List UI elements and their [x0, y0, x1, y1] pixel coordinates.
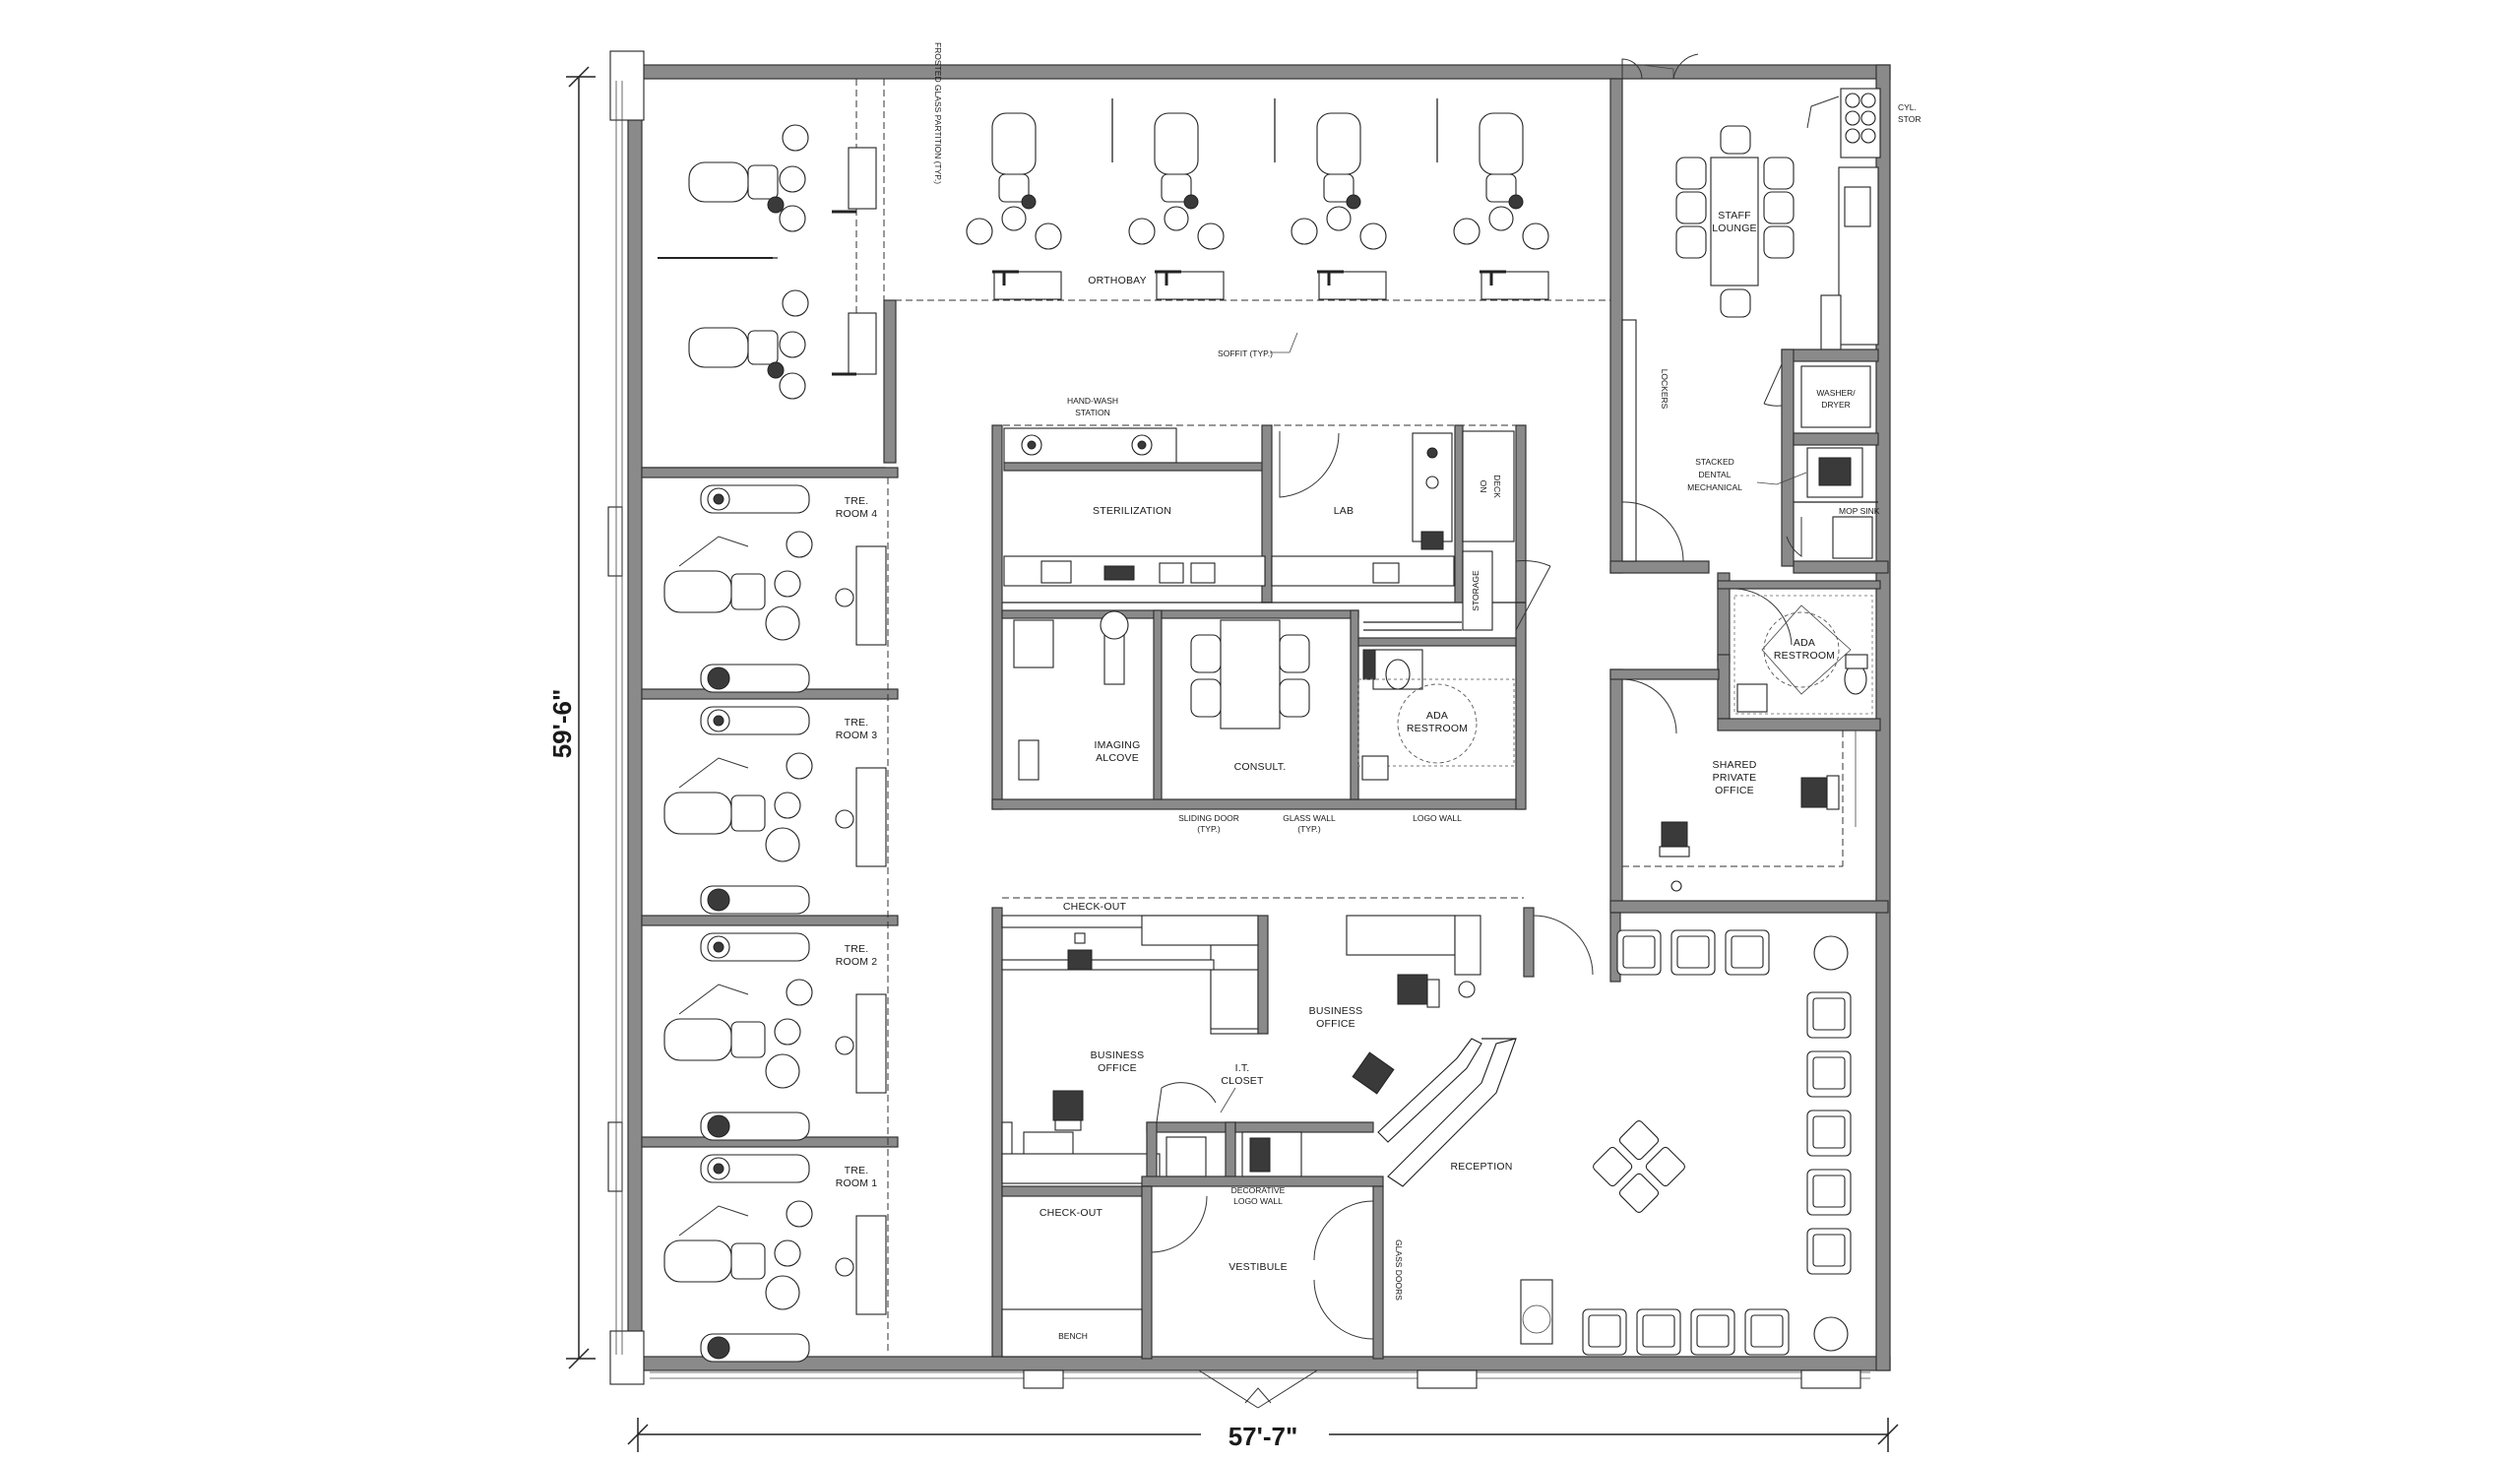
glass-wall-label-2: (TYP.) — [1297, 824, 1321, 834]
on-deck-label-2: DECK — [1492, 475, 1502, 498]
business-office-left-2: OFFICE — [1098, 1062, 1137, 1074]
orthobay: FROSTED GLASS PARTITION (TYP.) ORTHOBAY … — [883, 42, 1614, 464]
handwash-label-1: HAND-WASH — [1067, 396, 1118, 406]
sliding-door-label-1: SLIDING DOOR — [1178, 813, 1239, 823]
lounge-chair — [1675, 157, 1707, 190]
reception-label: RECEPTION — [1450, 1161, 1512, 1173]
logo-wall-label: LOGO WALL — [1413, 813, 1462, 823]
tre1-label-1: TRE. — [845, 1165, 869, 1176]
shared-office-label-2: PRIVATE — [1713, 772, 1757, 784]
ortho-chair — [966, 112, 1062, 300]
dimension-width: 57'-7" — [627, 1418, 1899, 1452]
staff-lounge-label-1: STAFF — [1718, 210, 1750, 222]
right-rooms: ADA RESTROOM SHARED PRIVATE OFFICE — [1609, 572, 1889, 914]
washer-label-2: DRYER — [1821, 400, 1851, 410]
tre2-label-2: ROOM 2 — [836, 956, 878, 968]
height-dimension-text: 59'-6" — [547, 689, 577, 759]
ada-restroom-center-2: RESTROOM — [1407, 723, 1468, 734]
business-office-left-1: BUSINESS — [1091, 1049, 1145, 1061]
frosted-glass-label: FROSTED GLASS PARTITION (TYP.) — [933, 42, 943, 184]
waiting-area — [1520, 907, 1852, 1356]
washer-label-1: WASHER/ — [1816, 388, 1856, 398]
lounge-chair — [1763, 191, 1795, 224]
business-office-right-2: OFFICE — [1316, 1018, 1355, 1030]
mop-sink-label: MOP SINK — [1839, 506, 1880, 516]
exterior-walls — [607, 50, 1891, 1389]
tre4-label-1: TRE. — [845, 495, 869, 507]
storage-label: STORAGE — [1471, 570, 1480, 611]
business-office: CHECK-OUT BUSINESS OFFICE BUSINESS OFFIC… — [991, 897, 1524, 1409]
tre3-label-1: TRE. — [845, 717, 869, 729]
upper-treatment-area — [642, 79, 886, 469]
ortho-chair — [1128, 112, 1225, 300]
width-dimension-text: 57'-7" — [1228, 1422, 1298, 1451]
on-deck-label-1: ON — [1479, 480, 1488, 493]
imaging-label-1: IMAGING — [1095, 739, 1141, 751]
checkout-bottom-label: CHECK-OUT — [1040, 1207, 1103, 1219]
stacked-label-3: MECHANICAL — [1687, 482, 1742, 492]
orthobay-label: ORTHOBAY — [1088, 275, 1147, 286]
decorative-wall-label-2: LOGO WALL — [1233, 1196, 1283, 1206]
cyl-stor-label-1: CYL. — [1898, 102, 1917, 112]
it-closet-label-2: CLOSET — [1221, 1075, 1264, 1087]
tre3-label-2: ROOM 3 — [836, 730, 878, 741]
lounge-chair — [1720, 288, 1751, 318]
glass-doors-label: GLASS DOORS — [1394, 1239, 1404, 1301]
treatment-chair-set — [663, 484, 887, 693]
treatment-chair-set — [663, 932, 887, 1141]
ortho-chair — [1291, 112, 1387, 300]
business-office-right-1: BUSINESS — [1309, 1005, 1363, 1017]
tre2-label-1: TRE. — [845, 943, 869, 955]
checkout-top-label: CHECK-OUT — [1063, 901, 1127, 913]
shared-office-label-1: SHARED — [1713, 759, 1757, 771]
lounge-chair — [1763, 225, 1795, 259]
treatment-rooms: TRE. ROOM 4 TRE. ROOM 3 TRE. ROOM 2 TRE.… — [641, 467, 899, 1363]
dimension-height: 59'-6" — [547, 66, 596, 1369]
decorative-wall-label-1: DECORATIVE — [1231, 1185, 1286, 1195]
treatment-chair-set — [663, 706, 887, 915]
lounge-chair — [1675, 225, 1707, 259]
soffit-label: SOFFIT (TYP.) — [1218, 349, 1273, 358]
ada-restroom-right-2: RESTROOM — [1774, 650, 1835, 662]
consult-label: CONSULT. — [1234, 761, 1287, 773]
lab-label: LAB — [1334, 505, 1354, 517]
cyl-stor-label-2: STOR — [1898, 114, 1921, 124]
ada-restroom-right-1: ADA — [1794, 637, 1815, 649]
staff-area: STAFF LOUNGE LOCKERS CYL. STOR WASHER/ D… — [1609, 53, 1921, 574]
glass-wall-label-1: GLASS WALL — [1283, 813, 1336, 823]
imaging-label-2: ALCOVE — [1096, 752, 1139, 764]
ada-restroom-center-1: ADA — [1426, 710, 1448, 722]
stacked-label-2: DENTAL — [1699, 470, 1732, 479]
bench-label: BENCH — [1058, 1331, 1088, 1341]
shared-office-label-3: OFFICE — [1715, 785, 1754, 796]
central-core: HAND-WASH STATION STERILIZATION LAB ON D… — [991, 396, 1551, 834]
lounge-chair — [1720, 125, 1751, 155]
vestibule-label: VESTIBULE — [1228, 1261, 1288, 1273]
it-closet-label-1: I.T. — [1235, 1062, 1250, 1074]
staff-lounge-label-2: LOUNGE — [1712, 222, 1757, 234]
lockers-label: LOCKERS — [1660, 369, 1670, 410]
ortho-chair — [1453, 112, 1549, 300]
handwash-label-2: STATION — [1075, 408, 1110, 417]
tre1-label-2: ROOM 1 — [836, 1177, 878, 1189]
sliding-door-label-2: (TYP.) — [1197, 824, 1221, 834]
treatment-chair-set — [663, 1154, 887, 1363]
lounge-chair — [1763, 157, 1795, 190]
sterilization-label: STERILIZATION — [1093, 505, 1171, 517]
lounge-chair — [1675, 191, 1707, 224]
tre4-label-2: ROOM 4 — [836, 508, 878, 520]
stacked-label-1: STACKED — [1695, 457, 1734, 467]
